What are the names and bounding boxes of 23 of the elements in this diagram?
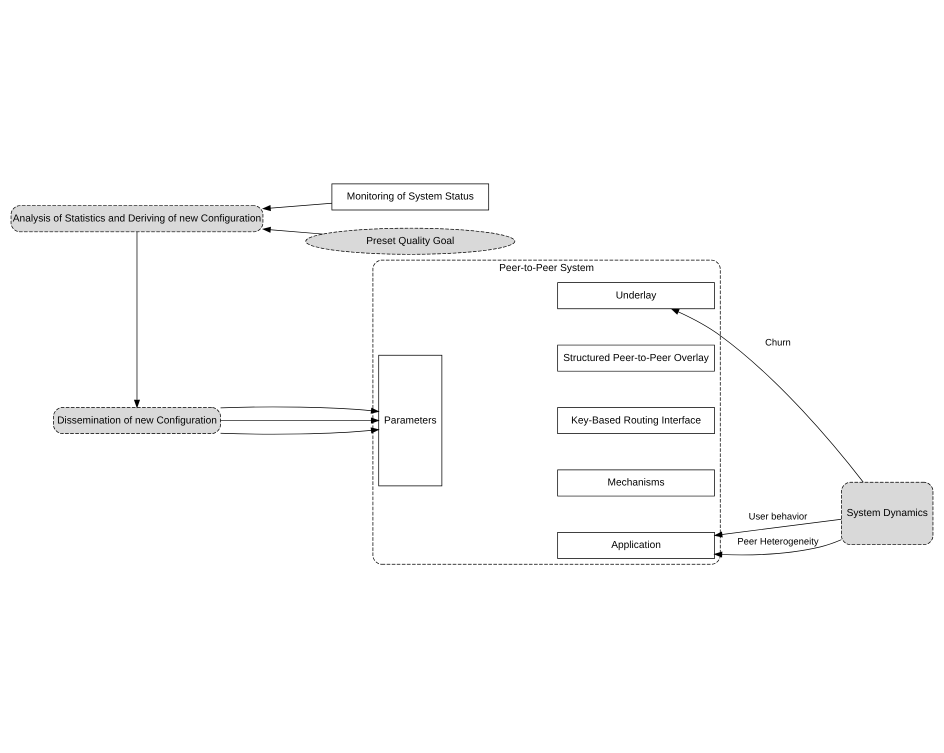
node-box: Analysis of Statistics and Deriving of new Configuration (10, 204, 264, 232)
node-box: System Dynamics (841, 481, 934, 545)
node-box: Mechanisms (557, 469, 715, 496)
node-box: Monitoring of System Status (332, 183, 490, 210)
arrow (713, 538, 842, 558)
arrow (220, 406, 380, 414)
edge-label: Peer Heterogeneity (737, 534, 819, 546)
node-box: Structured Peer-to-Peer Overlay (557, 344, 715, 372)
arrow (670, 308, 864, 482)
arrow (134, 230, 140, 408)
arrow (262, 226, 324, 234)
arrow (220, 426, 380, 434)
node-box: Underlay (557, 282, 715, 309)
arrow (262, 202, 332, 211)
edge-label: Churn (765, 336, 791, 347)
arrow (220, 417, 380, 424)
node-box: Application (557, 531, 715, 558)
node-box: Parameters (378, 354, 442, 486)
node-box: Key-Based Routing Interface (557, 406, 715, 434)
arrow (714, 518, 842, 537)
node-box: Dissemination of new Configuration (53, 406, 221, 434)
edge-label: User behavior (748, 510, 808, 522)
node-ellipse: Preset Quality Goal (305, 227, 516, 254)
